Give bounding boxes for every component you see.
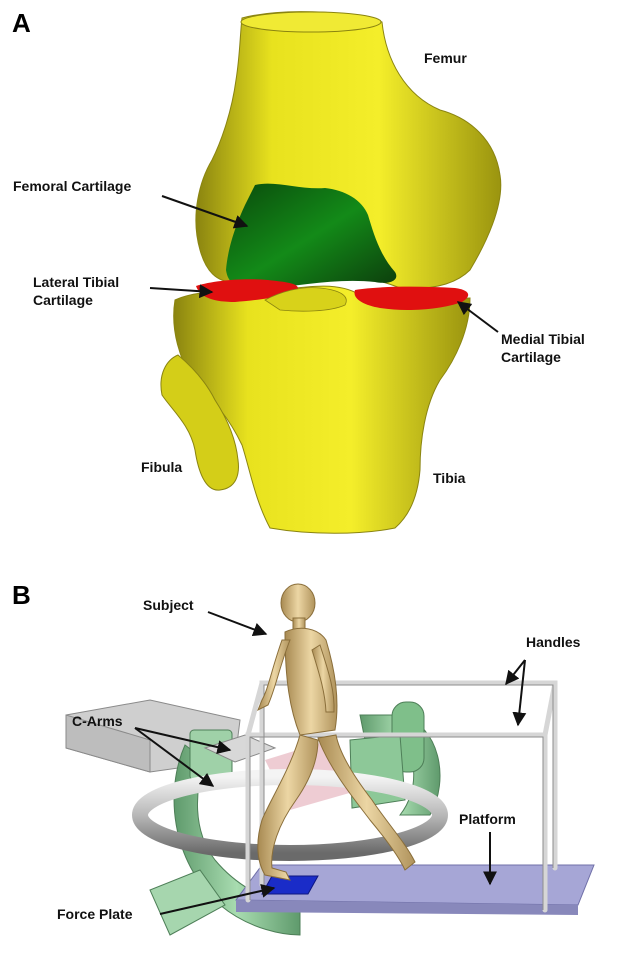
- force-plate: [262, 876, 318, 894]
- arrow-subject: [208, 612, 266, 634]
- label-femur: Femur: [424, 50, 467, 66]
- label-force-plate: Force Plate: [57, 906, 132, 922]
- label-subject: Subject: [143, 597, 194, 613]
- label-medial-tibial-cartilage-line1: Medial Tibial: [501, 331, 585, 347]
- label-medial-tibial-cartilage-line2: Cartilage: [501, 349, 561, 365]
- label-lateral-tibial-cartilage-line2: Cartilage: [33, 292, 93, 308]
- arrow-handles-2: [518, 660, 525, 725]
- label-lateral-tibial-cartilage-line1: Lateral Tibial: [33, 274, 119, 290]
- knee-model: [161, 12, 501, 534]
- label-femoral-cartilage: Femoral Cartilage: [13, 178, 131, 194]
- label-tibia: Tibia: [433, 470, 465, 486]
- label-platform: Platform: [459, 811, 516, 827]
- label-fibula: Fibula: [141, 459, 182, 475]
- panel-a-letter: A: [12, 8, 31, 39]
- panel-b-letter: B: [12, 580, 31, 611]
- label-c-arms: C-Arms: [72, 713, 123, 729]
- treadmill-apparatus: [66, 584, 594, 935]
- femur-shaft-top: [241, 12, 381, 32]
- label-handles: Handles: [526, 634, 580, 650]
